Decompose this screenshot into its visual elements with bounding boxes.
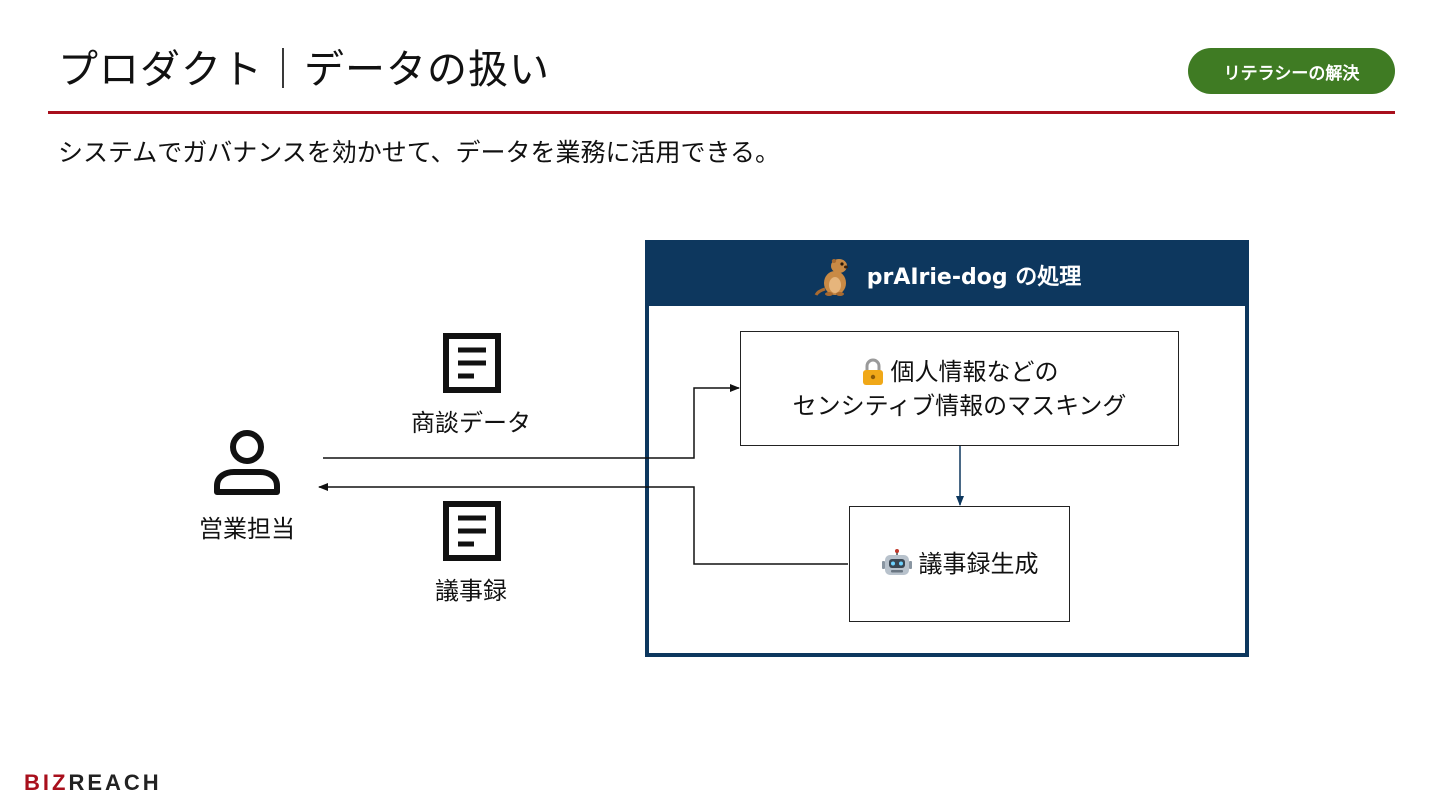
document-icon — [443, 501, 501, 561]
masking-step-box: 個人情報などの センシティブ情報のマスキング — [740, 331, 1179, 446]
masking-step-text-1: 個人情報などの — [890, 357, 1059, 386]
category-badge: リテラシーの解決 — [1188, 48, 1395, 94]
title-divider — [48, 111, 1395, 114]
masking-step-text-2: センシティブ情報のマスキング — [792, 391, 1127, 420]
output-document-label: 議事録 — [435, 577, 507, 605]
panel-header: prAIrie-dog の処理 — [649, 244, 1245, 306]
actor-label: 営業担当 — [199, 515, 295, 543]
minutes-step-label: 議事録生成 — [918, 550, 1039, 578]
document-icon — [443, 333, 501, 393]
page-subtitle: システムでガバナンスを効かせて、データを業務に活用できる。 — [58, 138, 781, 167]
panel-title: prAIrie-dog の処理 — [866, 265, 1082, 290]
minutes-step-line: 議事録生成 — [881, 547, 1039, 581]
prairie-dog-icon — [814, 259, 848, 296]
person-icon — [214, 430, 280, 495]
lock-icon — [862, 358, 883, 385]
robot-icon — [881, 549, 912, 575]
company-logo: BIZREACH — [24, 770, 162, 796]
page-title: プロダクト｜データの扱い — [58, 47, 550, 93]
input-document-label: 商談データ — [411, 409, 531, 437]
masking-step-line1: 個人情報などの — [861, 355, 1059, 389]
minutes-step-box: 議事録生成 — [849, 506, 1070, 622]
logo-text: BIZREACH — [24, 770, 162, 795]
